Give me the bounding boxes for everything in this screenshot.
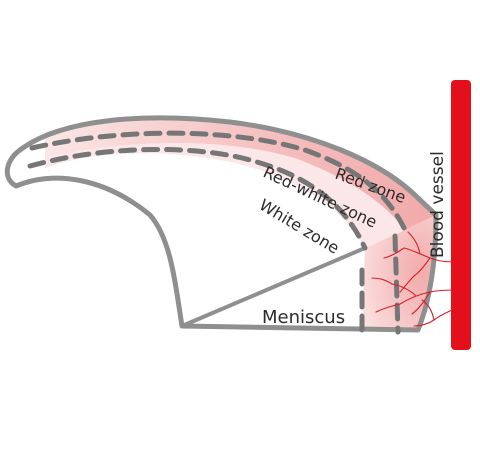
red-zone-boundary bbox=[29, 130, 408, 233]
vascular-attachment-region bbox=[362, 215, 436, 330]
outer-vertical-boundary bbox=[392, 233, 401, 335]
meniscus-inner-surface bbox=[181, 246, 366, 328]
blood-vessel-label: Blood vessel bbox=[428, 151, 448, 258]
blood-vessel bbox=[451, 80, 471, 350]
red-white-zone-boundary bbox=[27, 146, 368, 251]
red-white-zone-region bbox=[45, 143, 405, 248]
meniscus-label: Meniscus bbox=[262, 307, 345, 328]
